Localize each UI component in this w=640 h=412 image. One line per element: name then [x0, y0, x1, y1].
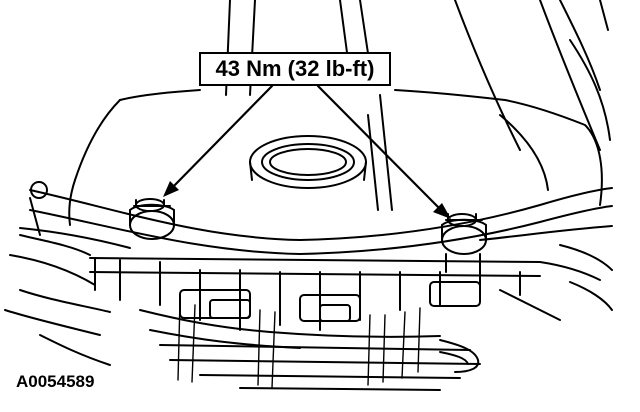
right-side-details: [499, 244, 613, 321]
torque-callout: 43 Nm (32 lb-ft): [199, 52, 391, 86]
left-arrowhead-icon: [163, 181, 179, 197]
left-bolt-icon: [129, 198, 175, 240]
leader-arrows: [168, 84, 445, 214]
arrowheads: [163, 181, 451, 219]
right-arrowhead-icon: [433, 203, 451, 219]
pan-rail: [19, 187, 613, 255]
housing-outline: [68, 0, 611, 226]
left-bracket: [4, 181, 111, 366]
figure-id-label: A0054589: [16, 372, 95, 391]
center-seal: [249, 135, 367, 189]
torque-label: 43 Nm (32 lb-ft): [215, 56, 375, 81]
lower-hatching: [177, 299, 421, 389]
cooler-line: [439, 339, 480, 373]
valve-body: [89, 257, 541, 391]
